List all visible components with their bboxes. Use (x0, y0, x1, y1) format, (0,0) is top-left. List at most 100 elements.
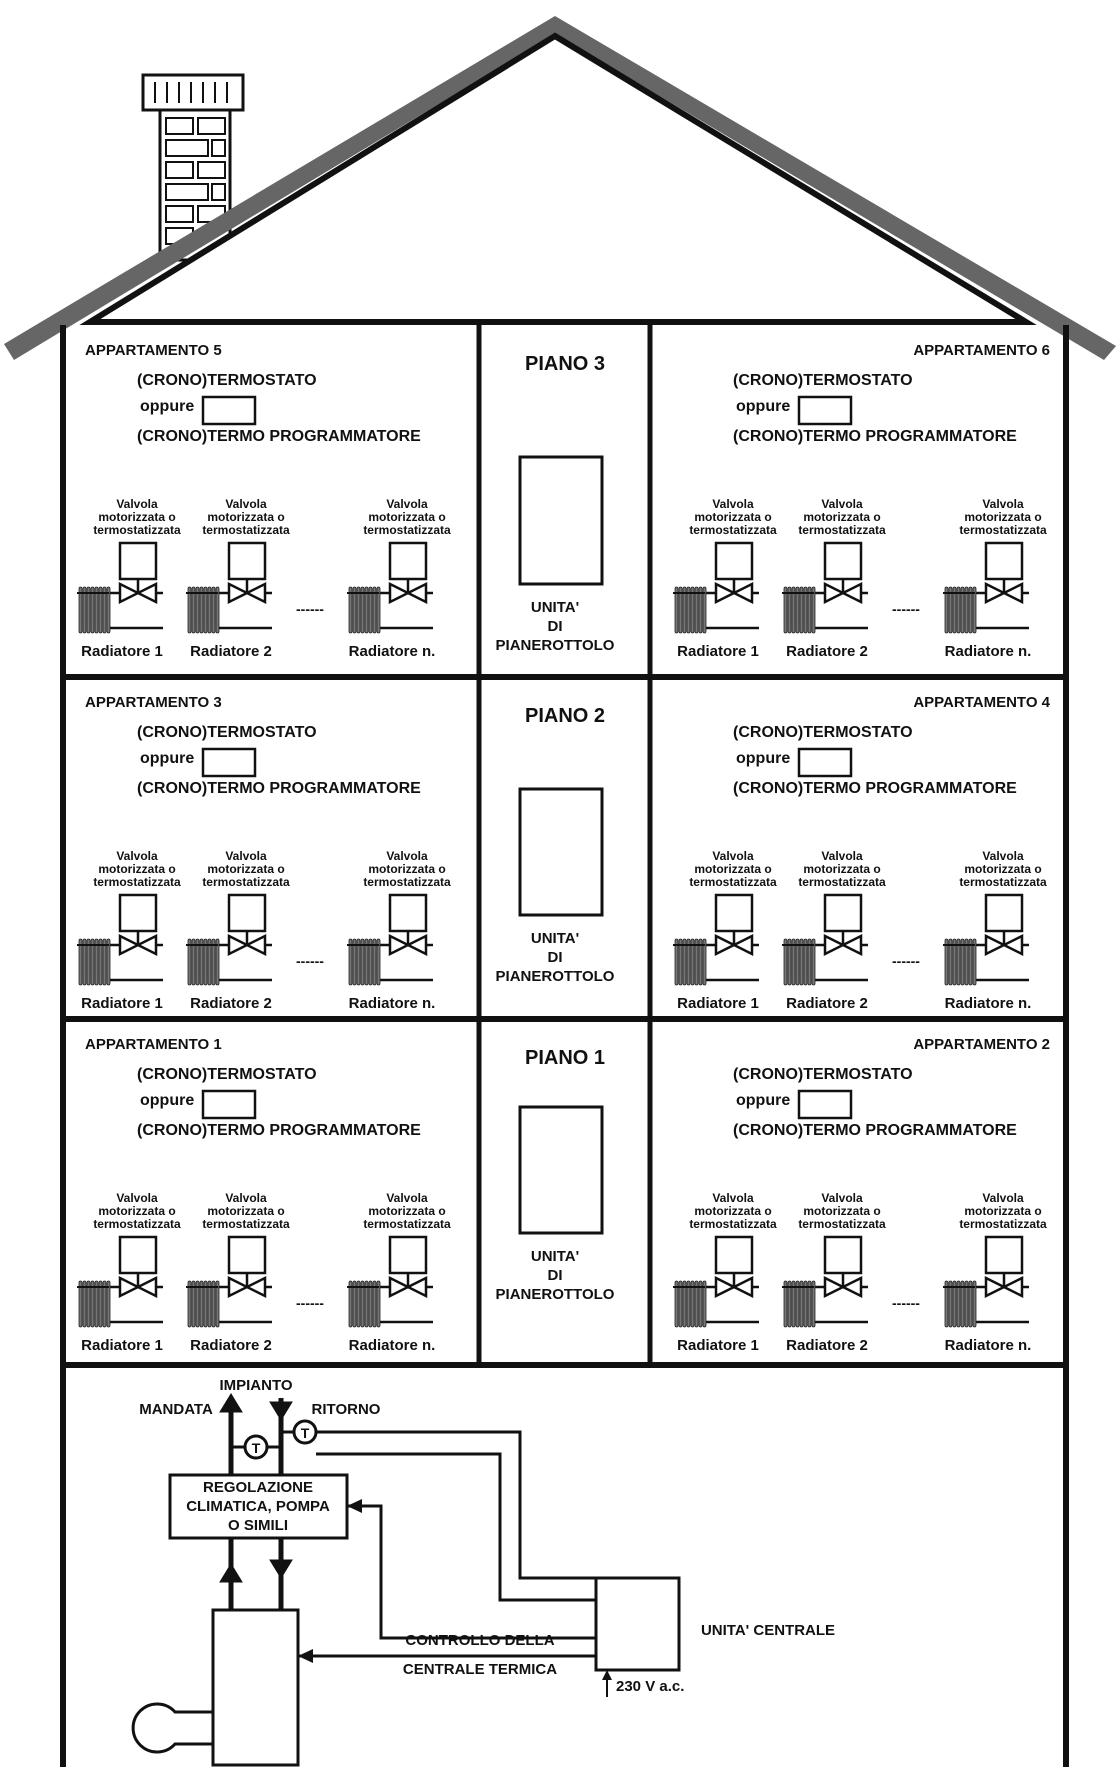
control-line-1: CONTROLLO DELLA (405, 1632, 554, 1649)
valve-actuator (227, 893, 267, 933)
roof (4, 16, 1116, 360)
landing-unit-label: PIANEROTTOLO (496, 637, 615, 654)
landing-unit-label: DI (548, 949, 563, 966)
valve-label: Valvola (225, 497, 267, 511)
landing-unit-label: DI (548, 1267, 563, 1284)
programmer-label: (CRONO)TERMO PROGRAMMATORE (137, 780, 421, 797)
radiator (782, 938, 816, 986)
radiator (673, 586, 707, 634)
valve-actuator (714, 541, 754, 581)
valve-actuator (823, 541, 863, 581)
radiator-label: Radiatore 1 (81, 1337, 163, 1354)
valve-label: motorizzata o (964, 510, 1041, 524)
radiator-label: Radiatore n. (349, 643, 436, 660)
house-walls (60, 325, 1069, 1767)
radiator-label: Radiatore n. (945, 1337, 1032, 1354)
valve-actuator (118, 1235, 158, 1275)
apartment-4: APPARTAMENTO 4(CRONO)TERMOSTATOoppure(CR… (673, 694, 1051, 1012)
valve-label: Valvola (821, 849, 863, 863)
valve-symbol (227, 1275, 267, 1299)
regulation-line-1: REGOLAZIONE (203, 1479, 313, 1496)
radiator-label: Radiatore 1 (677, 1337, 759, 1354)
valve-symbol (118, 581, 158, 605)
radiator (782, 1280, 816, 1328)
radiator-label: Radiatore 1 (677, 995, 759, 1012)
thermostat-box (201, 395, 257, 426)
valve-label: Valvola (982, 1191, 1024, 1205)
valve-label: Valvola (712, 849, 754, 863)
apartment-name: APPARTAMENTO 6 (913, 342, 1050, 359)
radiator (673, 938, 707, 986)
apartment-name: APPARTAMENTO 1 (85, 1036, 222, 1053)
return-pipe (269, 1398, 293, 1610)
valve-label: motorizzata o (368, 1204, 445, 1218)
or-label: oppure (140, 1092, 194, 1109)
valve-actuator (984, 893, 1024, 933)
radiator-label: Radiatore 1 (81, 995, 163, 1012)
valve-label: motorizzata o (368, 510, 445, 524)
valve-label: termostatizzata (93, 523, 181, 537)
valve-symbol (388, 1275, 428, 1299)
radiator-ellipsis: ------ (892, 953, 920, 969)
radiator (943, 586, 977, 634)
supply-sensor-symbol: T (252, 1440, 261, 1456)
apartment-1: APPARTAMENTO 1(CRONO)TERMOSTATOoppure(CR… (77, 1036, 451, 1354)
apartment-name: APPARTAMENTO 4 (913, 694, 1050, 711)
radiator-ellipsis: ------ (892, 1295, 920, 1311)
thermostat-label: (CRONO)TERMOSTATO (137, 1066, 317, 1083)
thermostat-label: (CRONO)TERMOSTATO (733, 1066, 913, 1083)
valve-symbol (388, 581, 428, 605)
thermostat-box (797, 395, 853, 426)
valve-label: motorizzata o (207, 510, 284, 524)
valve-actuator (227, 541, 267, 581)
radiator-label: Radiatore 2 (190, 643, 272, 660)
thermostat-label: (CRONO)TERMOSTATO (733, 372, 913, 389)
radiator-label: Radiatore 2 (190, 1337, 272, 1354)
valve-label: motorizzata o (98, 862, 175, 876)
valve-label: Valvola (712, 1191, 754, 1205)
regulation-line-2: CLIMATICA, POMPA (186, 1498, 330, 1515)
valve-symbol (714, 1275, 754, 1299)
landing-unit-box (518, 787, 604, 917)
radiator (347, 1280, 381, 1328)
boiler-room-labels: IMPIANTO MANDATA RITORNO T T REGOLAZIONE… (139, 1377, 835, 1695)
valve-label: Valvola (982, 849, 1024, 863)
valve-symbol (823, 1275, 863, 1299)
valve-symbol (714, 581, 754, 605)
valve-label: motorizzata o (694, 510, 771, 524)
valve-actuator (714, 1235, 754, 1275)
or-label: oppure (736, 398, 790, 415)
valve-label: Valvola (386, 849, 428, 863)
landing-unit-box (518, 1105, 604, 1235)
apartment-name: APPARTAMENTO 5 (85, 342, 222, 359)
valve-label: motorizzata o (694, 1204, 771, 1218)
boiler (211, 1608, 300, 1767)
radiator (943, 938, 977, 986)
boiler-room (131, 1393, 681, 1767)
valve-label: termostatizzata (202, 1217, 290, 1231)
valve-symbol (227, 581, 267, 605)
valve-label: termostatizzata (689, 875, 777, 889)
landing-unit-box (518, 455, 604, 586)
valve-symbol (388, 933, 428, 957)
valve-symbol (984, 933, 1024, 957)
radiator-ellipsis: ------ (296, 601, 324, 617)
landing-unit-label: PIANEROTTOLO (496, 1286, 615, 1303)
mandata-label: MANDATA (139, 1401, 213, 1418)
valve-label: motorizzata o (207, 1204, 284, 1218)
valve-label: Valvola (225, 1191, 267, 1205)
apartment-name: APPARTAMENTO 3 (85, 694, 222, 711)
valve-actuator (984, 541, 1024, 581)
radiator (347, 938, 381, 986)
valve-label: motorizzata o (368, 862, 445, 876)
radiator (943, 1280, 977, 1328)
